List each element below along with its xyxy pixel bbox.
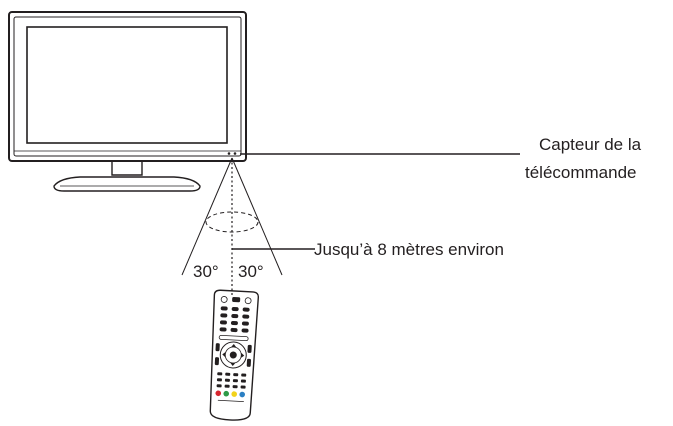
tv-icon	[8, 11, 247, 192]
reception-cone	[181, 157, 283, 295]
angle-label-left: 30°	[193, 262, 219, 281]
green-button	[223, 390, 230, 397]
sensor-label-line1: Capteur de la	[539, 135, 642, 154]
yellow-button	[231, 391, 238, 397]
blue-button	[239, 391, 246, 398]
sensor-label-line2: télécommande	[525, 163, 637, 182]
distance-label: Jusqu’à 8 mètres environ	[314, 240, 504, 259]
remote-control-icon	[209, 289, 260, 421]
angle-label-right: 30°	[238, 262, 264, 281]
red-button	[215, 390, 222, 397]
sensor-dot	[227, 152, 231, 155]
